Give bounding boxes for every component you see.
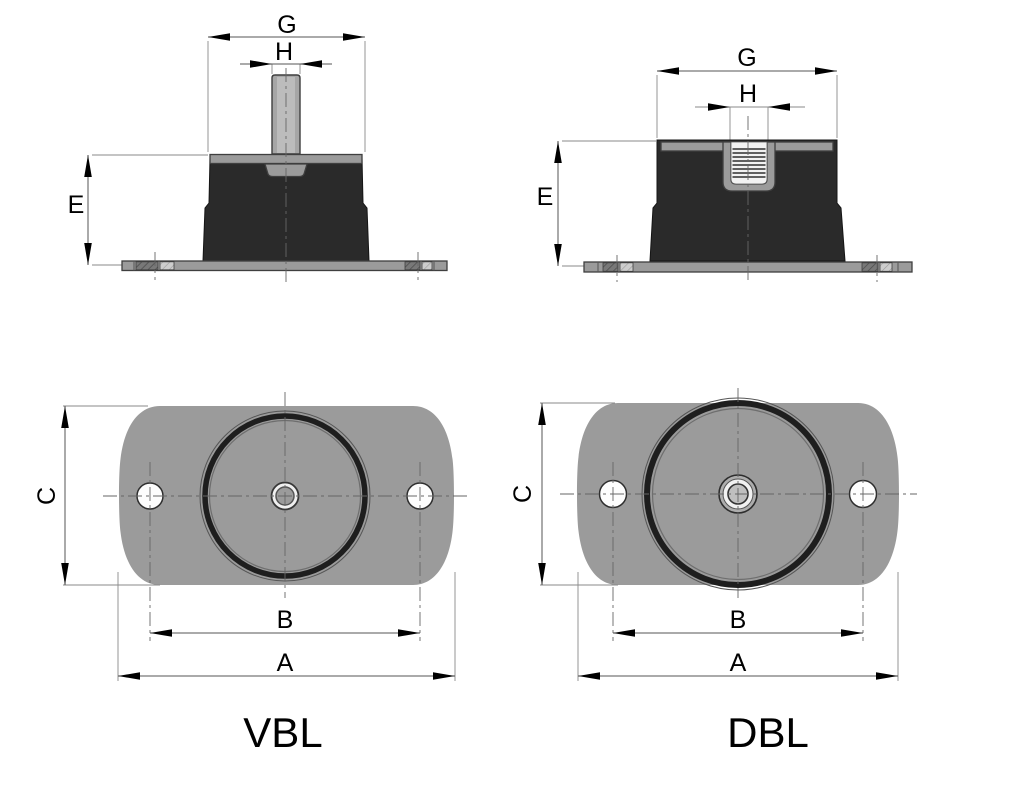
vbl-dim-c-label: C xyxy=(33,487,61,505)
dbl-slot-hatch-dark-right xyxy=(861,262,879,272)
vbl-slot-hatch-light-right xyxy=(421,261,433,271)
vbl-top-view: C B A xyxy=(33,392,470,681)
dbl-dim-c-label: C xyxy=(509,485,537,503)
dbl-dim-h-arrow-right xyxy=(768,103,790,111)
vbl-dim-g-arrow-right xyxy=(343,33,365,41)
vbl-dim-h-arrow-left xyxy=(250,60,272,68)
vbl-dim-c-arrow-bottom xyxy=(61,563,69,585)
vbl-slot-hatch-dark-right xyxy=(404,261,421,271)
vbl-dim-e-arrow-top xyxy=(84,155,92,177)
vbl-dim-h-label: H xyxy=(275,38,293,66)
dbl-dim-a-arrow-right xyxy=(876,672,898,680)
dbl-side-view: G H E xyxy=(537,44,913,284)
dbl-dim-g-arrow-right xyxy=(815,67,837,75)
dbl-top-view: C B A xyxy=(509,388,917,681)
vbl-slot-hatch-dark-left xyxy=(135,261,159,271)
vbl-base-plate xyxy=(121,260,448,272)
dbl-dim-c-arrow-top xyxy=(538,403,546,425)
vbl-dim-h-arrow-right xyxy=(300,60,322,68)
vbl-dim-g-label: G xyxy=(277,11,296,39)
dbl-dim-g-arrow-left xyxy=(657,67,679,75)
vbl-dim-a-label: A xyxy=(277,649,294,677)
dbl-dim-b-arrow-left xyxy=(613,629,635,637)
vbl-dim-e-label: E xyxy=(68,191,85,219)
caption-vbl: VBL xyxy=(243,709,322,756)
dbl-rubber-body xyxy=(649,139,846,262)
dbl-dim-h-label: H xyxy=(739,80,757,108)
dbl-thread-lines xyxy=(732,148,766,178)
vbl-stud-highlight xyxy=(277,77,295,153)
dbl-dim-a-arrow-left xyxy=(578,672,600,680)
caption-dbl: DBL xyxy=(727,709,809,756)
dbl-dim-e-label: E xyxy=(537,183,554,211)
dbl-dim-b-label: B xyxy=(730,606,747,634)
vbl-dim-b-arrow-right xyxy=(398,629,420,637)
vbl-dim-a-arrow-right xyxy=(433,672,455,680)
vbl-dim-c-arrow-top xyxy=(61,406,69,428)
dbl-dim-c-arrow-bottom xyxy=(538,563,546,585)
dbl-slot-hatch-light-left xyxy=(619,262,634,272)
vbl-dim-e-arrow-bottom xyxy=(84,243,92,265)
dbl-dim-e-arrow-bottom xyxy=(554,244,562,266)
vbl-dim-b-arrow-left xyxy=(150,629,172,637)
vbl-dim-b-label: B xyxy=(277,606,294,634)
dbl-dim-b-arrow-right xyxy=(841,629,863,637)
vbl-dim-g-arrow-left xyxy=(208,33,230,41)
dbl-slot-hatch-dark-left xyxy=(602,262,619,272)
dbl-dim-a-label: A xyxy=(730,649,747,677)
dbl-dim-h-arrow-left xyxy=(708,103,730,111)
vbl-slot-hatch-light-left xyxy=(159,261,175,271)
vbl-side-view: G H E xyxy=(68,11,448,283)
vbl-dim-a-arrow-left xyxy=(118,672,140,680)
dbl-slot-hatch-light-right xyxy=(879,262,893,272)
dbl-dim-g-label: G xyxy=(737,44,756,72)
dbl-dim-e-arrow-top xyxy=(554,141,562,163)
